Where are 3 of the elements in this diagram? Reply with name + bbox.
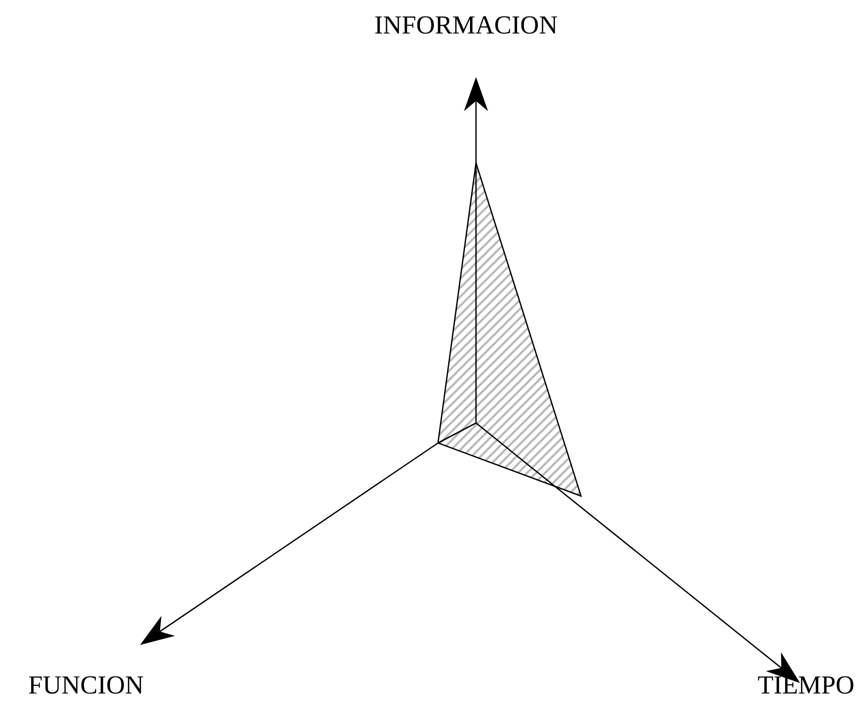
axis-label: FUNCION	[28, 676, 144, 694]
axis-label: TIEMPO	[758, 676, 854, 694]
axis-label: INFORMACION	[375, 16, 558, 34]
